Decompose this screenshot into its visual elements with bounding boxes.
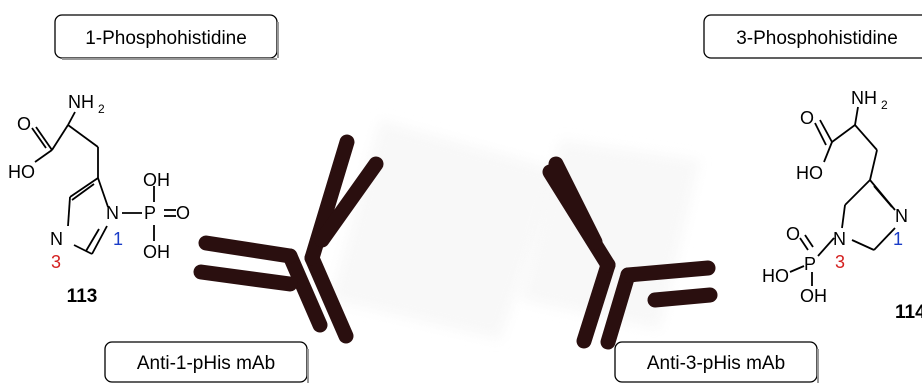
- compound-114-labels: NH 2 O HO N N P O HO OH 1 3 114: [762, 88, 922, 323]
- position-3-label: 3: [835, 252, 845, 272]
- p-oh-bottom-label: OH: [143, 242, 170, 262]
- nh2-label: NH: [68, 92, 94, 112]
- compound-113-labels: NH 2 O HO N N P O OH OH 1 3 113: [8, 92, 190, 307]
- nh2-label: NH: [851, 88, 877, 108]
- label-box-anti-1-phis: Anti-1-pHis mAb: [104, 341, 309, 383]
- label-1-phosphohistidine: 1-Phosphohistidine: [85, 28, 247, 49]
- position-3-label: 3: [51, 252, 61, 272]
- carbonyl-o-label: O: [17, 114, 31, 134]
- compound-114-structure: [789, 106, 896, 286]
- phosphorus-label: P: [144, 203, 156, 223]
- ring-n1-label: N: [106, 203, 119, 223]
- phosphorus-label: P: [804, 254, 816, 274]
- antibody-left-icon: [193, 134, 384, 344]
- compound-number-113: 113: [67, 286, 98, 307]
- ring-n3-label: N: [833, 229, 846, 249]
- position-1-label: 1: [893, 229, 903, 249]
- p-oh-top-label: OH: [143, 170, 170, 190]
- antibody-right-icon: [542, 156, 718, 350]
- ring-n3-label: N: [50, 229, 63, 249]
- label-anti-1-phis-mab: Anti-1-pHis mAb: [137, 353, 275, 374]
- label-box-1-phosphohistidine: 1-Phosphohistidine: [54, 14, 279, 60]
- compound-number-114: 114: [895, 302, 922, 323]
- position-1-label: 1: [113, 229, 123, 249]
- ring-n1-label: N: [895, 206, 908, 226]
- label-3-phosphohistidine: 3-Phosphohistidine: [736, 28, 898, 49]
- hydroxyl-label: HO: [8, 162, 35, 182]
- label-box-anti-3-phis: Anti-3-pHis mAb: [614, 341, 819, 383]
- p-oh-label: OH: [800, 286, 827, 306]
- nh2-subscript: 2: [881, 98, 888, 112]
- nh2-subscript: 2: [98, 102, 105, 116]
- carbonyl-o-label: O: [800, 108, 814, 128]
- p-oxo-label: O: [786, 224, 800, 244]
- hydroxyl-label: HO: [796, 163, 823, 183]
- compound-113-structure: [31, 111, 176, 255]
- label-anti-3-phis-mab: Anti-3-pHis mAb: [647, 353, 785, 374]
- label-box-3-phosphohistidine: 3-Phosphohistidine: [703, 14, 922, 59]
- p-ho-label: HO: [762, 266, 789, 286]
- p-oxo-label: O: [176, 203, 190, 223]
- background-glow: [330, 120, 560, 340]
